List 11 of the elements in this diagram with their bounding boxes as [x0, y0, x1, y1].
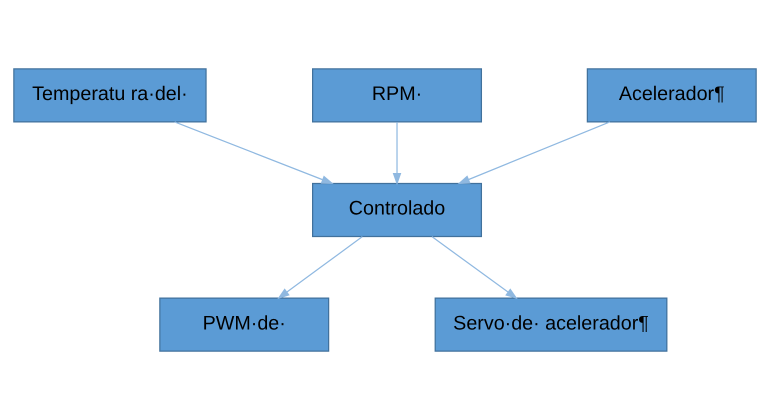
node-box: Temperatu ra·del·: [13, 68, 207, 123]
arrow: [392, 122, 402, 186]
node-box: RPM·: [312, 68, 482, 123]
arrow: [174, 121, 334, 184]
arrow: [277, 236, 363, 300]
node-box: Acelerador¶: [586, 68, 757, 123]
node-box: Servo·de· acelerador¶: [434, 297, 668, 352]
node-box: Controlado: [312, 182, 482, 238]
arrow: [458, 121, 610, 184]
node-box: PWM·de·: [159, 297, 330, 352]
arrow: [432, 236, 518, 300]
